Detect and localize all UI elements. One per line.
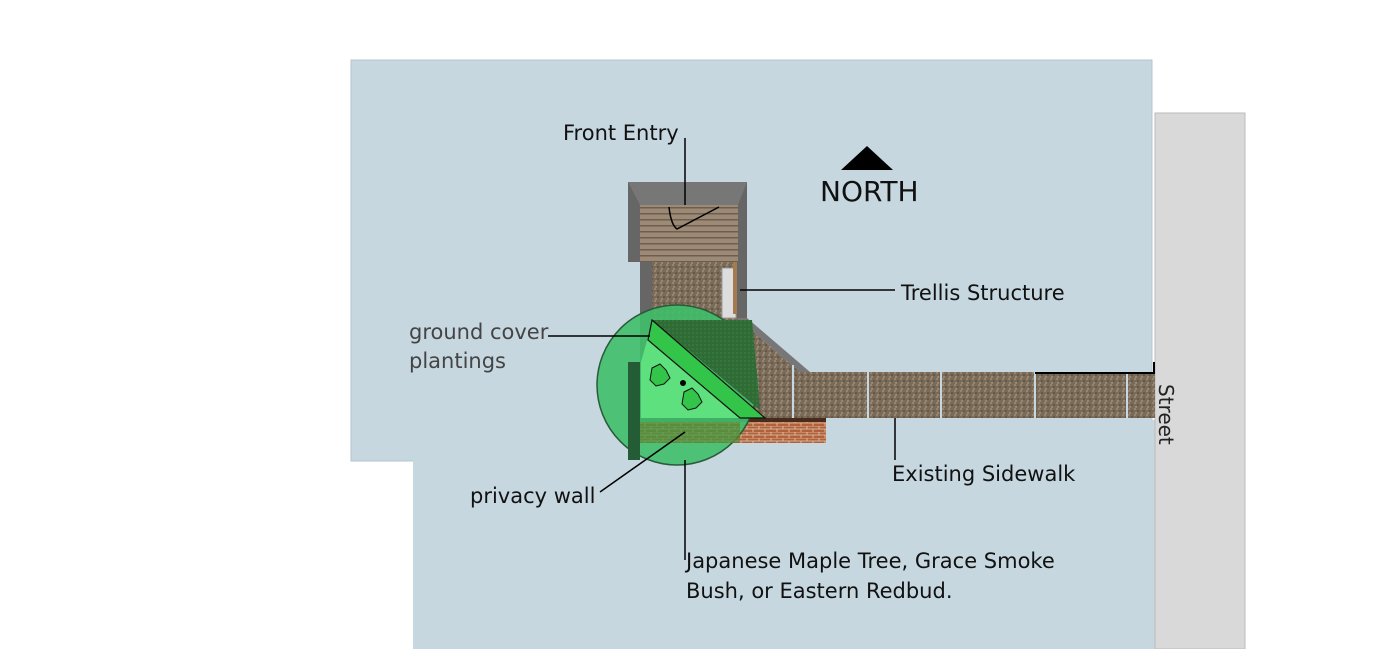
existing-sidewalk xyxy=(790,372,1155,418)
trellis-label: Trellis Structure xyxy=(901,281,1065,305)
shrub-icon xyxy=(681,387,703,411)
ground-cover-label: ground cover xyxy=(409,320,549,344)
tree-label: Japanese Maple Tree, Grace Smoke xyxy=(686,549,1055,573)
street-label: Street xyxy=(1154,384,1178,445)
sidewalk-label: Existing Sidewalk xyxy=(892,462,1076,486)
porch-deck xyxy=(640,205,738,262)
north-label: NORTH xyxy=(820,175,919,208)
shrub-icon xyxy=(649,363,671,387)
lawn-lower xyxy=(413,420,1155,649)
street-area xyxy=(1154,112,1246,649)
north-arrow-icon xyxy=(841,146,893,170)
ground-cover-label-2: plantings xyxy=(409,349,506,373)
privacy-wall-label: privacy wall xyxy=(470,484,596,508)
tree-label-2: Bush, or Eastern Redbud. xyxy=(686,579,953,603)
front-entry-label: Front Entry xyxy=(563,121,679,145)
